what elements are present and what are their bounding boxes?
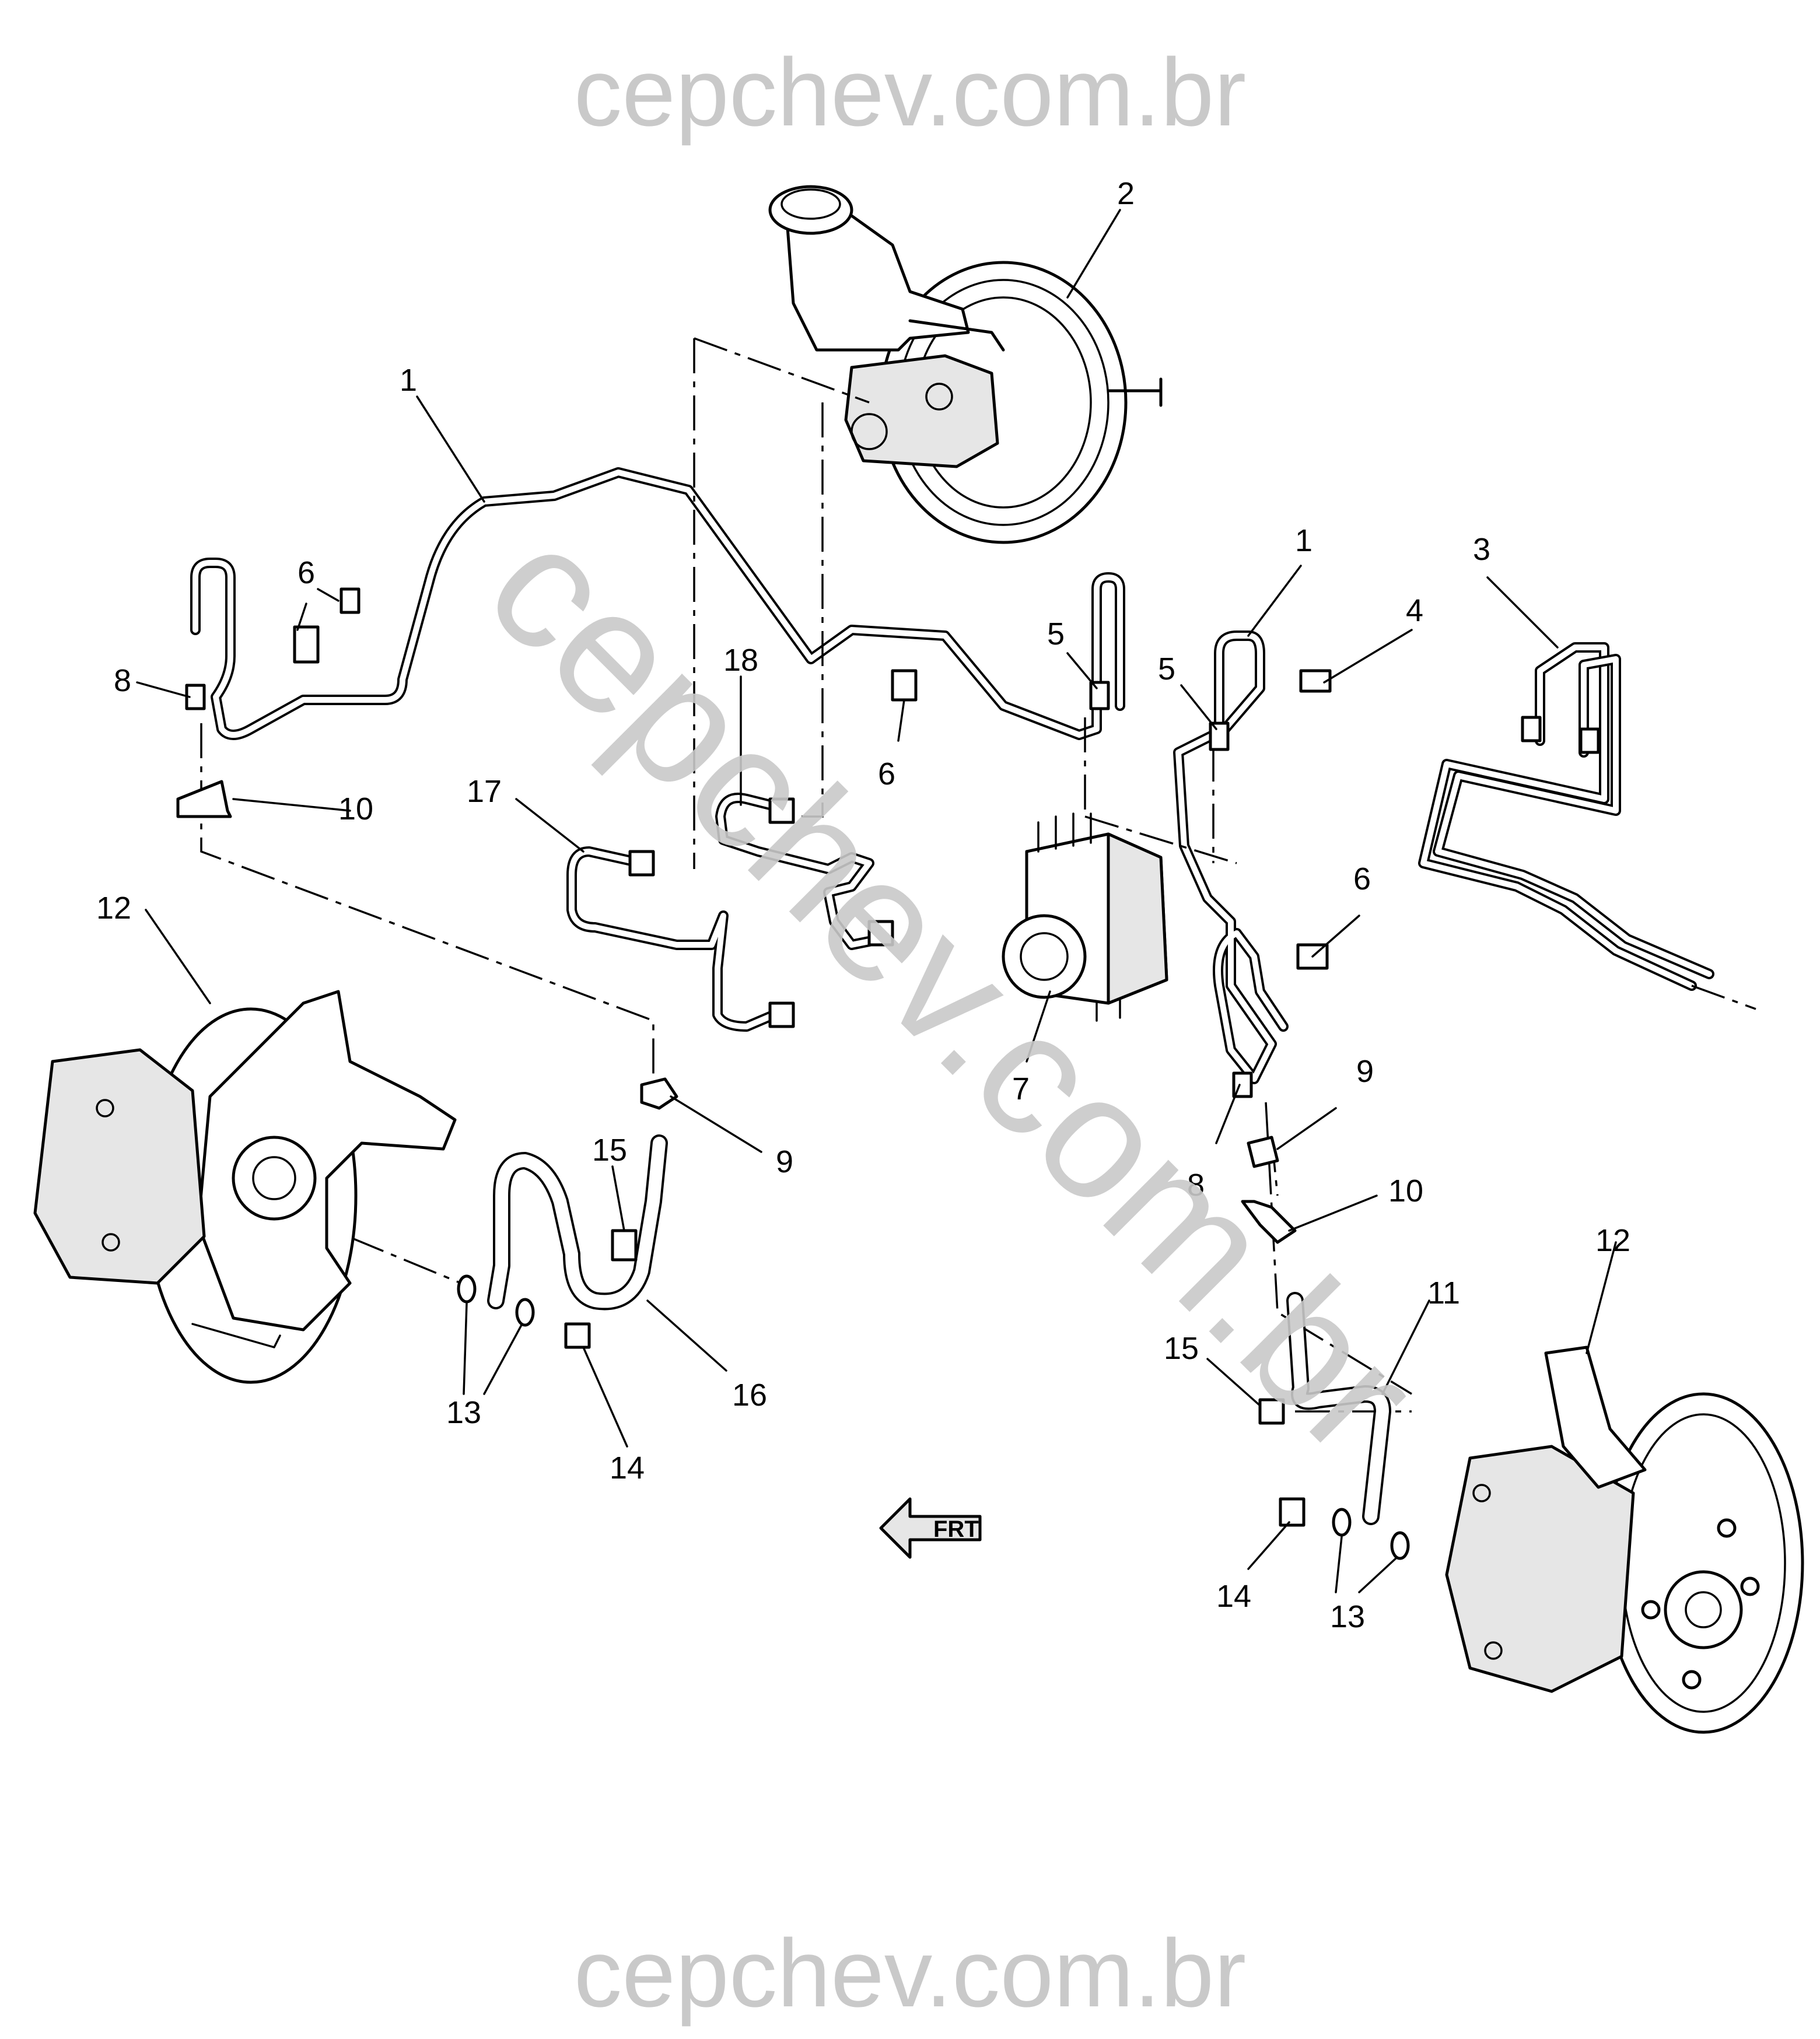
callout-8-right: 8 <box>1187 1168 1205 1203</box>
callout-8-left: 8 <box>114 663 131 698</box>
flex-hose-right <box>1286 1292 1391 1525</box>
callout-16: 16 <box>732 1378 767 1413</box>
callout-3: 3 <box>1473 532 1490 567</box>
fittings <box>185 587 1600 1098</box>
callout-2: 2 <box>1117 176 1135 211</box>
callout-10-left: 10 <box>338 791 373 826</box>
watermark-bottom: cepchev.com.br <box>574 1919 1246 2027</box>
callout-6-right: 6 <box>1353 861 1371 896</box>
callout-15-left: 15 <box>592 1133 627 1168</box>
callout-13-right: 13 <box>1330 1599 1365 1634</box>
brake-pipe-left <box>190 467 1125 740</box>
callout-18: 18 <box>723 643 758 678</box>
callout-14-right: 14 <box>1216 1579 1251 1614</box>
callout-11: 11 <box>1427 1276 1460 1311</box>
callout-5-right: 5 <box>1158 651 1175 686</box>
abs-modulator <box>1002 812 1168 1022</box>
callout-1-right: 1 <box>1295 523 1312 558</box>
brake-pipe-18 <box>715 793 886 950</box>
callout-9-left: 9 <box>776 1144 793 1179</box>
callout-12-left: 12 <box>96 891 131 926</box>
callout-14-left: 14 <box>610 1451 645 1486</box>
callout-10-right: 10 <box>1388 1173 1423 1208</box>
callout-17: 17 <box>467 774 502 809</box>
flex-hose-left <box>487 1134 668 1311</box>
callout-leaders <box>136 209 1617 1593</box>
front-brake-assembly-left <box>33 990 457 1384</box>
callout-9-right: 9 <box>1356 1054 1374 1089</box>
front-brake-assembly-right <box>1445 1346 1804 1734</box>
callout-6-top: 6 <box>298 555 315 590</box>
callout-5-left: 5 <box>1047 616 1065 651</box>
frt-label: FRT <box>933 1516 979 1542</box>
brake-pipe-17 <box>566 846 793 1032</box>
callout-12-right: 12 <box>1595 1223 1630 1258</box>
hardware <box>457 1229 1410 1560</box>
callout-labels: 1 2 1 3 4 5 5 6 6 6 7 8 8 9 9 10 10 11 1… <box>96 176 1630 1634</box>
brake-pipe-rear <box>1418 642 1756 1010</box>
front-direction-indicator: FRT <box>879 1497 982 1559</box>
callout-1-left: 1 <box>400 363 417 398</box>
brackets <box>176 780 1297 1244</box>
callout-4: 4 <box>1406 593 1423 628</box>
callout-13-left: 13 <box>446 1395 481 1430</box>
callout-15-right: 15 <box>1164 1331 1199 1366</box>
brake-booster-master-cylinder <box>768 185 1163 544</box>
brake-pipe-right <box>1173 630 1289 1084</box>
watermark-top: cepchev.com.br <box>574 38 1246 146</box>
callout-7: 7 <box>1012 1071 1030 1106</box>
callout-6-mid: 6 <box>878 756 895 791</box>
